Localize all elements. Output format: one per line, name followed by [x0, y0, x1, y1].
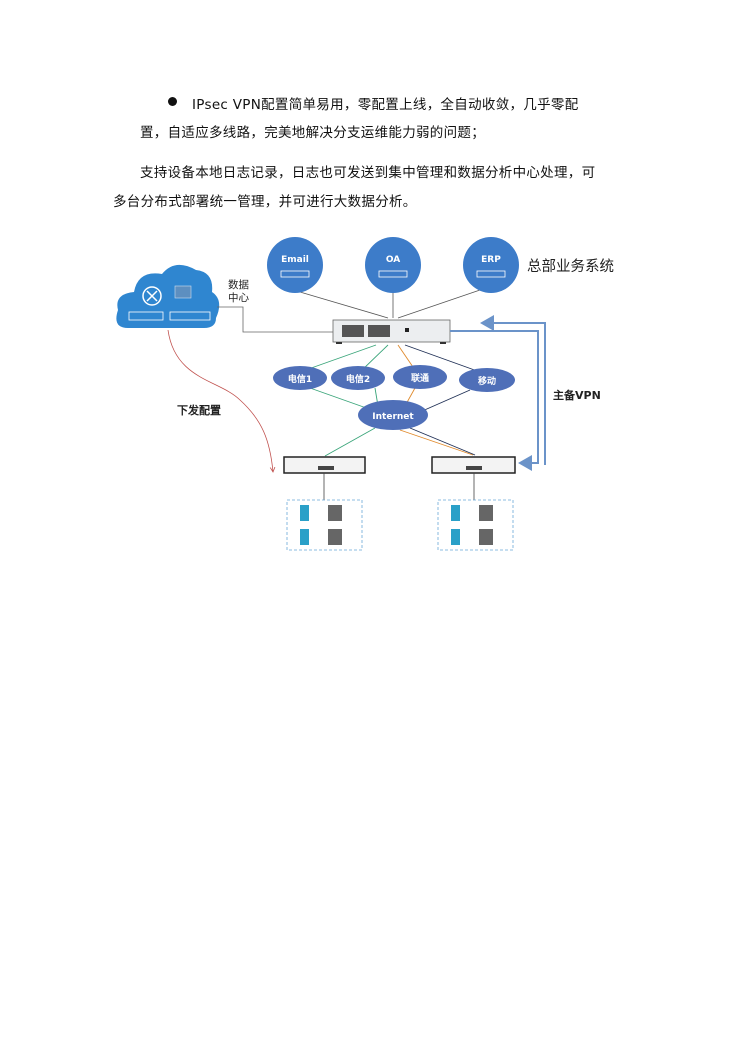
hq-gateway-device [332, 319, 451, 344]
datacenter-label-2: 中心 [228, 291, 249, 304]
svg-text:电信2: 电信2 [346, 373, 370, 385]
server-icon [451, 505, 460, 521]
vpn-label: 主备VPN [553, 388, 601, 402]
server-icon [451, 529, 460, 545]
config-label: 下发配置 [177, 403, 221, 417]
branch-hosts-right [437, 499, 514, 551]
service-links [299, 289, 481, 319]
server-icon [300, 505, 309, 521]
datacenter-link [217, 306, 333, 333]
internet-cloud: Internet [358, 400, 428, 430]
isp-cloud-liantong: 联通 [393, 365, 447, 389]
service-oa: OA [365, 237, 421, 293]
paragraph-line-2: 多台分布式部署统一管理，并可进行大数据分析。 [113, 194, 417, 210]
bullet-text-line-2: 置，自适应多线路，完美地解决分支运维能力弱的问题； [140, 125, 485, 141]
service-erp: ERP [463, 237, 519, 293]
datacenter-cloud [116, 264, 220, 328]
branch-hosts-left [286, 499, 363, 551]
vpn-links [450, 315, 546, 471]
computer-icon [174, 285, 192, 299]
bullet-icon [168, 97, 177, 106]
isp-cloud-dianxin2: 电信2 [331, 366, 385, 390]
isp-cloud-yidong: 移动 [459, 368, 515, 392]
server-icon [300, 529, 309, 545]
svg-text:移动: 移动 [478, 375, 496, 387]
phone-icon [328, 529, 342, 545]
isp-cloud-dianxin1: 电信1 [273, 366, 327, 390]
branch-device-right [431, 456, 516, 500]
svg-text:Internet: Internet [372, 412, 414, 422]
phone-icon [479, 529, 493, 545]
phone-icon [479, 505, 493, 521]
svg-text:ERP: ERP [481, 255, 501, 265]
svg-text:OA: OA [386, 255, 400, 265]
svg-text:Email: Email [281, 255, 309, 265]
service-email: Email [267, 237, 323, 293]
bullet-text-line-1: IPsec VPN配置简单易用，零配置上线，全自动收敛，几乎零配 [192, 97, 579, 113]
branch-device-left [283, 456, 366, 500]
paragraph-line-1: 支持设备本地日志记录，日志也可发送到集中管理和数据分析中心处理，可 [140, 165, 596, 181]
config-arrow [167, 329, 273, 472]
phone-icon [328, 505, 342, 521]
switch-icon [142, 286, 162, 306]
svg-text:联通: 联通 [411, 372, 429, 384]
svg-text:电信1: 电信1 [288, 373, 312, 385]
datacenter-label: 数据 [228, 278, 249, 291]
hq-label: 总部业务系统 [527, 258, 614, 275]
